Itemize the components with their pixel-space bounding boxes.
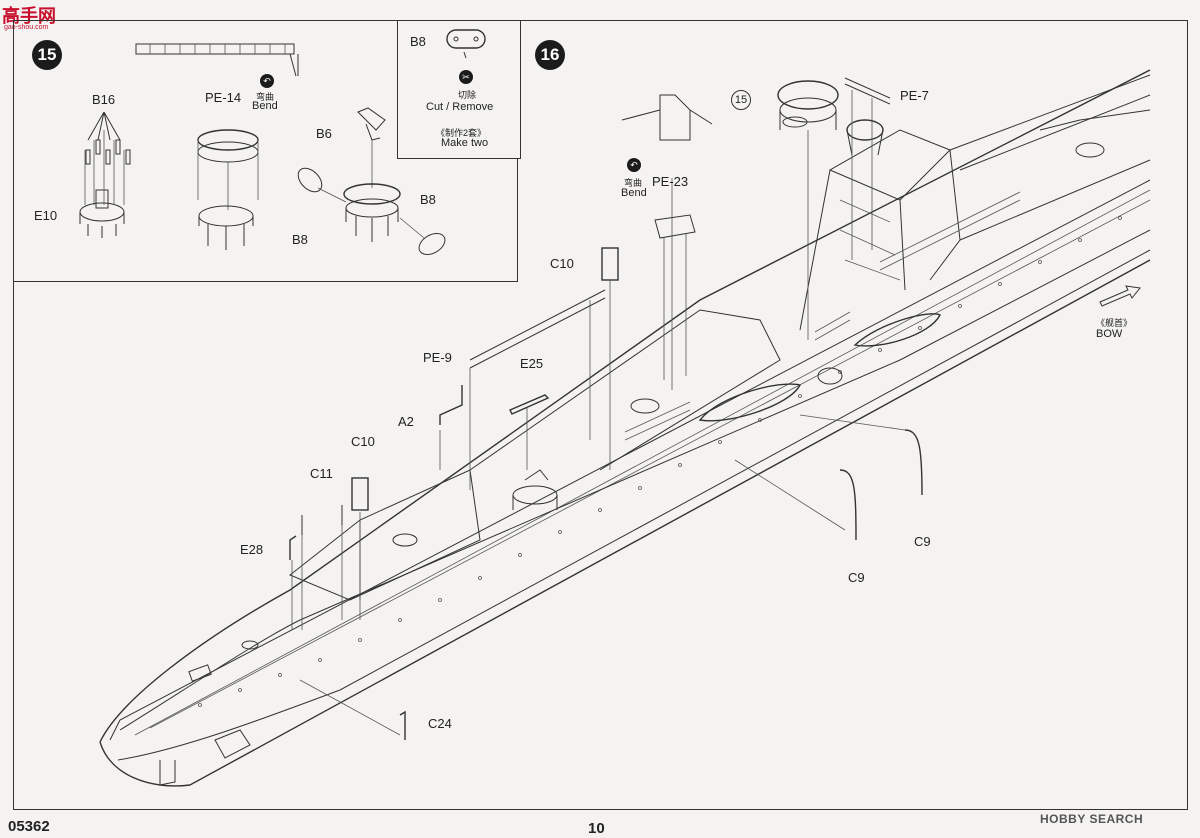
- step-15-number: 15: [32, 40, 62, 70]
- label-c11: C11: [310, 466, 333, 481]
- label-bend-en-16: Bend: [621, 187, 647, 199]
- product-code: 05362: [8, 818, 50, 835]
- ship-hull: [99, 69, 1151, 787]
- label-pe23: PE-23: [652, 174, 689, 189]
- label-cut-cn: 切除: [458, 90, 477, 100]
- b6-platform: [297, 107, 446, 255]
- inset-b8: [446, 29, 486, 59]
- label-make-two-en: Make two: [441, 137, 489, 149]
- bridge-superstructure: [624, 74, 1151, 441]
- forecastle: [188, 309, 781, 682]
- label-cut-en: Cut / Remove: [426, 101, 494, 113]
- label-e25: E25: [520, 356, 544, 371]
- label-e28: E28: [240, 542, 264, 557]
- label-bow-cn: 《舰首》: [1096, 318, 1133, 328]
- page-number: 10: [588, 820, 605, 837]
- e10-part: [79, 111, 131, 238]
- cut-remove-inset: [397, 20, 521, 159]
- label-bow-en: BOW: [1096, 328, 1123, 340]
- label-pe9: PE-9: [423, 350, 452, 365]
- label-bend-cn-16: 弯曲: [624, 178, 643, 188]
- cut-icon: ✂: [459, 70, 473, 84]
- label-b6: B6: [316, 126, 332, 141]
- label-c10-top: C10: [550, 256, 574, 271]
- pe14-part: [135, 43, 299, 250]
- label-pe14: PE-14: [205, 90, 242, 105]
- label-a2: A2: [398, 414, 414, 429]
- label-bend-en-15: Bend: [252, 100, 278, 112]
- label-b8-right: B8: [420, 192, 436, 207]
- bend-icon: ↶: [260, 74, 274, 88]
- label-bend-cn-15: 弯曲: [256, 92, 275, 102]
- step-16-number: 16: [535, 40, 565, 70]
- label-c9-mid: C9: [848, 570, 865, 585]
- label-c9-right: C9: [914, 534, 931, 549]
- loose-parts: [289, 77, 1141, 740]
- label-make-two-cn: 《制作2套》: [436, 128, 487, 138]
- label-c24: C24: [428, 716, 452, 731]
- bend-icon: ↶: [627, 158, 641, 172]
- watermark-hobby-search: HOBBY SEARCH: [1040, 812, 1144, 826]
- label-b16: B16: [92, 92, 116, 107]
- site-logo: 高手网: [2, 6, 56, 26]
- label-inset-b8: B8: [410, 34, 426, 49]
- label-b8-left: B8: [292, 232, 308, 247]
- step-15-reference: 15: [731, 90, 751, 110]
- label-e10: E10: [34, 208, 58, 223]
- step-16-frame: [13, 20, 1188, 810]
- label-c10-mid: C10: [351, 434, 375, 449]
- site-logo-sub: gao-shou.com: [4, 24, 49, 31]
- label-pe7: PE-7: [900, 88, 929, 103]
